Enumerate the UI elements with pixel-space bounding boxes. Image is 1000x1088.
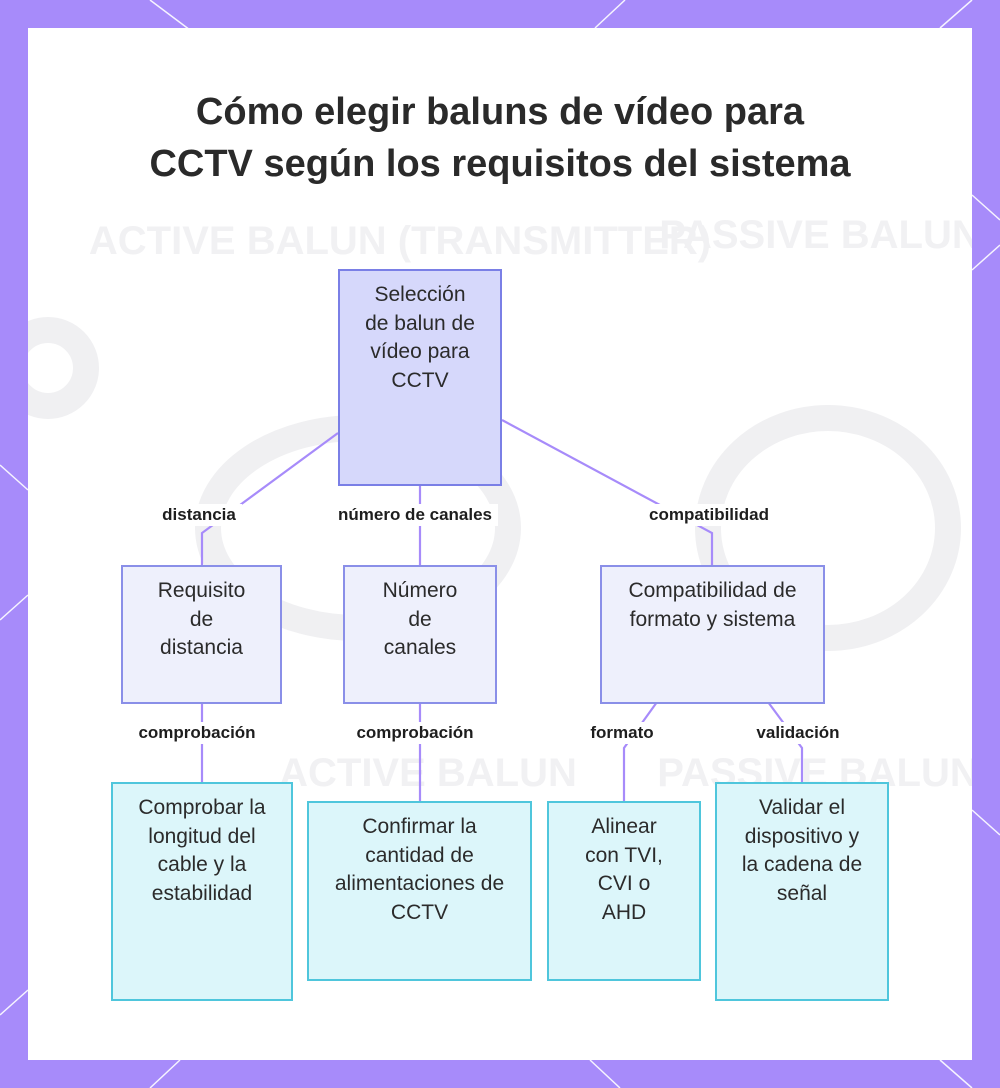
node-align: Alinear con TVI, CVI o AHD: [547, 801, 701, 981]
node-distance: Requisito de distancia: [121, 565, 282, 704]
diagram-card: ACTIVE BALUN (TRANSMITTER) PASSIVE BALUN…: [28, 28, 972, 1060]
connector-lines: [200, 419, 804, 801]
edge-label-distance: distancia: [156, 504, 242, 526]
node-compat-label: Compatibilidad de formato y sistema: [628, 579, 797, 631]
edge-label-check-2: comprobación: [350, 722, 480, 744]
edge-compat-validate: [767, 701, 804, 782]
edge-label-validation: validación: [750, 722, 846, 744]
diagram-title: Cómo elegir baluns de vídeo para CCTV se…: [149, 91, 851, 185]
node-distance-label: Requisito de distancia: [157, 579, 246, 659]
node-cable: Comprobar la longitud del cable y la est…: [111, 782, 293, 1001]
node-cable-label: Comprobar la longitud del cable y la est…: [138, 796, 266, 905]
node-root-label: Selección de balun de vídeo para CCTV: [365, 283, 475, 392]
watermark-label-3: ACTIVE BALUN: [279, 751, 577, 795]
node-root: Selección de balun de vídeo para CCTV: [338, 269, 502, 486]
node-compat: Compatibilidad de formato y sistema: [600, 565, 825, 704]
node-power-label: Confirmar la cantidad de alimentaciones …: [334, 815, 505, 924]
edge-root-distance: [200, 432, 339, 565]
edge-root-compat: [501, 419, 714, 565]
node-align-label: Alinear con TVI, CVI o AHD: [585, 815, 663, 924]
edge-label-check-1: comprobación: [132, 722, 262, 744]
edge-label-format: formato: [584, 722, 660, 744]
node-validate: Validar el dispositivo y la cadena de se…: [715, 782, 889, 1001]
edge-compat-align: [622, 701, 658, 801]
node-channels-label: Número de canales: [382, 579, 458, 659]
edge-label-channels: número de canales: [331, 504, 499, 526]
watermark-label-1: ACTIVE BALUN (TRANSMITTER): [89, 219, 711, 263]
edge-label-compat: compatibilidad: [643, 504, 775, 526]
watermark-label-2: PASSIVE BALUN: [659, 213, 972, 257]
node-validate-label: Validar el dispositivo y la cadena de se…: [741, 796, 863, 905]
node-channels: Número de canales: [343, 565, 497, 704]
node-power: Confirmar la cantidad de alimentaciones …: [307, 801, 532, 981]
